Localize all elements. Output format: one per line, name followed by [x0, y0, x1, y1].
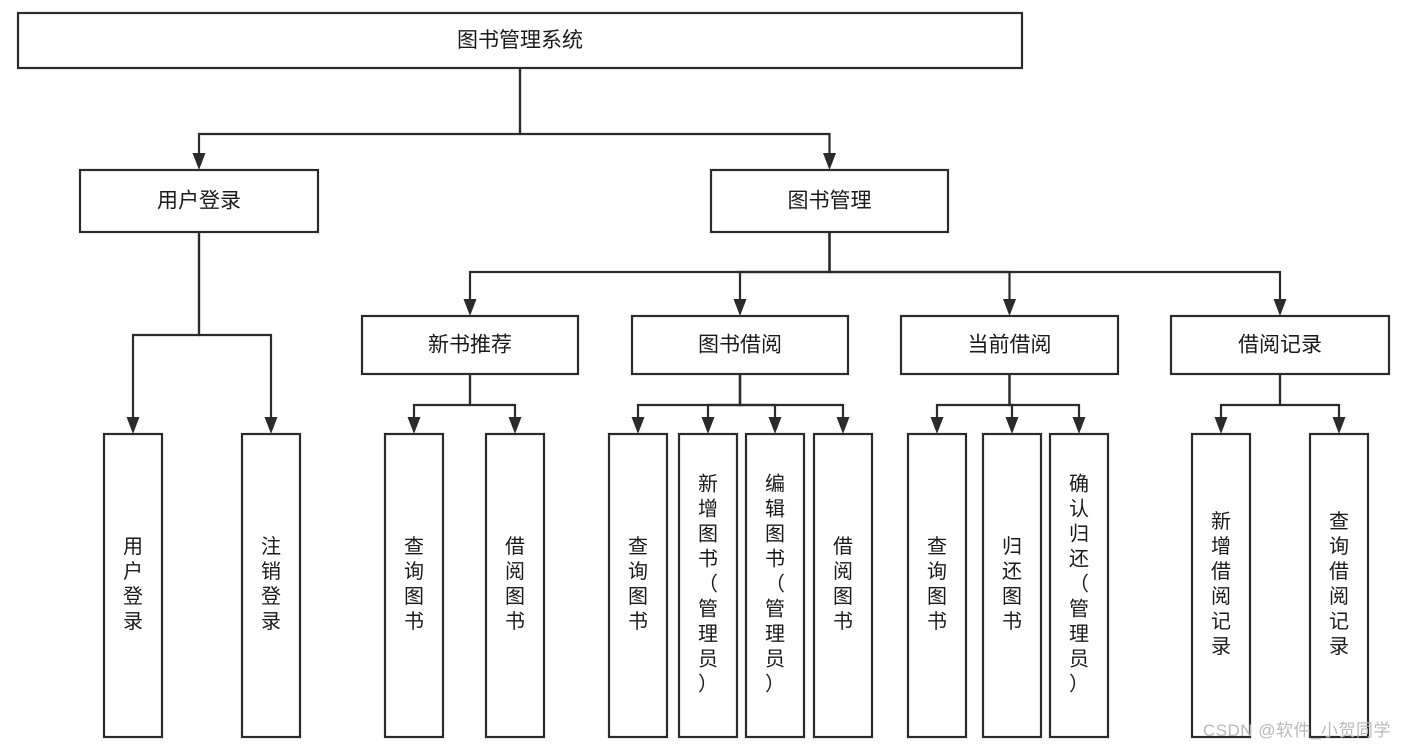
- arrow-head-icon: [1332, 417, 1346, 434]
- node-label-leaf-query-book-current: 查询图书: [927, 535, 947, 633]
- connector-edge-user-login-leaf-user-login: [126, 230, 201, 434]
- arrow-head-icon: [1005, 417, 1019, 434]
- node-box-current-borrow[interactable]: [899, 314, 1120, 376]
- node-current-borrow[interactable]: 当前借阅当前借阅: [899, 314, 1120, 376]
- node-box-leaf-query-book-recommend[interactable]: [383, 432, 445, 739]
- node-label-leaf-logout: 注销登录: [261, 535, 281, 633]
- connector-edge-bm-new-book-recommend: [463, 230, 831, 316]
- connector-edge-cb-query: [930, 372, 1011, 434]
- connector-layer: [126, 66, 1346, 434]
- node-box-leaf-confirm-return-admin[interactable]: [1048, 432, 1110, 739]
- arrow-head-icon: [823, 153, 836, 170]
- node-label-leaf-add-book-admin: 新增图书（管理员）: [698, 473, 718, 696]
- connector-edge-bb-add: [701, 372, 742, 434]
- node-label-leaf-confirm-return-admin: 确认归还（管理员）: [1069, 473, 1089, 696]
- node-label-user-login: 用户登录: [157, 190, 241, 213]
- node-box-borrow-record[interactable]: [1169, 314, 1391, 376]
- node-label-leaf-borrow-book: 借阅图书: [833, 535, 853, 633]
- node-box-leaf-borrow-book-recommend[interactable]: [484, 432, 546, 739]
- arrow-head-icon: [407, 417, 421, 434]
- arrow-head-icon: [631, 417, 645, 434]
- node-box-book-management[interactable]: [709, 168, 950, 234]
- connector-edge-root-user-login: [192, 66, 522, 170]
- connector-edge-bm-book-borrow: [733, 230, 831, 316]
- connector-edge-cb-confirm: [1008, 372, 1086, 434]
- arrow-head-icon: [768, 417, 782, 434]
- node-user-login[interactable]: 用户登录用户登录: [78, 168, 320, 234]
- arrow-head-icon: [1214, 417, 1228, 434]
- arrow-head-icon: [126, 417, 140, 434]
- arrow-head-icon: [264, 417, 278, 434]
- connector-edge-nbr-borrow: [468, 372, 522, 434]
- node-label-borrow-record: 借阅记录: [1238, 334, 1322, 357]
- node-box-leaf-add-borrow-record[interactable]: [1190, 432, 1252, 739]
- node-box-leaf-return-book[interactable]: [981, 432, 1043, 739]
- node-box-leaf-query-book-borrow[interactable]: [607, 432, 669, 739]
- node-label-root: 图书管理系统: [457, 29, 583, 52]
- node-box-leaf-user-login[interactable]: [102, 432, 164, 739]
- arrow-head-icon: [463, 299, 477, 316]
- node-root[interactable]: 图书管理系统图书管理系统: [16, 11, 1024, 70]
- node-leaf-confirm-return-admin[interactable]: 确认归还（管理员）确认归还（管理员）: [1048, 432, 1110, 739]
- arrow-head-icon: [1273, 299, 1287, 316]
- node-leaf-borrow-book-recommend[interactable]: 借阅图书借阅图书: [484, 432, 546, 739]
- node-label-leaf-query-book-borrow: 查询图书: [628, 535, 648, 633]
- node-box-leaf-borrow-book[interactable]: [812, 432, 874, 739]
- node-label-book-borrow: 图书借阅: [698, 334, 782, 357]
- node-layer: 图书管理系统图书管理系统用户登录用户登录图书管理图书管理新书推荐新书推荐图书借阅…: [16, 11, 1391, 739]
- arrow-head-icon: [192, 153, 206, 170]
- node-box-leaf-edit-book-admin[interactable]: [744, 432, 806, 739]
- arrow-head-icon: [1003, 299, 1016, 316]
- node-box-book-borrow[interactable]: [630, 314, 850, 376]
- arrow-head-icon: [836, 417, 850, 434]
- connector-edge-bm-current-borrow: [828, 230, 1016, 316]
- arrow-head-icon: [1072, 417, 1086, 434]
- node-leaf-edit-book-admin[interactable]: 编辑图书（管理员）编辑图书（管理员）: [744, 432, 806, 739]
- node-book-management[interactable]: 图书管理图书管理: [709, 168, 950, 234]
- node-label-leaf-add-borrow-record: 新增借阅记录: [1211, 510, 1231, 658]
- arrow-head-icon: [930, 417, 944, 434]
- node-leaf-query-book-recommend[interactable]: 查询图书查询图书: [383, 432, 445, 739]
- node-leaf-add-book-admin[interactable]: 新增图书（管理员）新增图书（管理员）: [677, 432, 739, 739]
- node-box-leaf-query-borrow-record[interactable]: [1308, 432, 1370, 739]
- node-label-leaf-return-book: 归还图书: [1002, 535, 1022, 633]
- node-label-new-book-recommend: 新书推荐: [428, 334, 512, 357]
- node-leaf-query-borrow-record[interactable]: 查询借阅记录查询借阅记录: [1308, 432, 1370, 739]
- node-leaf-user-login[interactable]: 用户登录用户登录: [102, 432, 164, 739]
- node-box-root[interactable]: [16, 11, 1024, 70]
- node-box-leaf-query-book-current[interactable]: [906, 432, 968, 739]
- node-box-leaf-logout[interactable]: [240, 432, 302, 739]
- connector-edge-root-book-management: [518, 66, 836, 170]
- node-label-leaf-user-login: 用户登录: [123, 536, 143, 633]
- node-label-leaf-borrow-book-recommend: 借阅图书: [505, 535, 525, 633]
- node-label-leaf-query-book-recommend: 查询图书: [404, 535, 424, 633]
- node-label-leaf-edit-book-admin: 编辑图书（管理员）: [765, 473, 785, 696]
- node-leaf-add-borrow-record[interactable]: 新增借阅记录新增借阅记录: [1190, 432, 1252, 739]
- node-new-book-recommend[interactable]: 新书推荐新书推荐: [360, 314, 580, 376]
- node-leaf-logout[interactable]: 注销登录注销登录: [240, 432, 302, 739]
- node-box-user-login[interactable]: [78, 168, 320, 234]
- node-leaf-return-book[interactable]: 归还图书归还图书: [981, 432, 1043, 739]
- node-box-new-book-recommend[interactable]: [360, 314, 580, 376]
- connector-edge-user-login-leaf-logout: [197, 230, 278, 434]
- node-box-leaf-add-book-admin[interactable]: [677, 432, 739, 739]
- node-borrow-record[interactable]: 借阅记录借阅记录: [1169, 314, 1391, 376]
- node-label-leaf-query-borrow-record: 查询借阅记录: [1329, 510, 1349, 658]
- connector-edge-bm-borrow-record: [828, 230, 1287, 316]
- connector-edge-br-query: [1278, 372, 1346, 434]
- node-leaf-borrow-book[interactable]: 借阅图书借阅图书: [812, 432, 874, 739]
- arrow-head-icon: [733, 299, 747, 316]
- node-leaf-query-book-current[interactable]: 查询图书查询图书: [906, 432, 968, 739]
- connector-edge-br-add: [1214, 372, 1282, 434]
- connector-edge-bb-borrow: [738, 372, 850, 434]
- node-label-current-borrow: 当前借阅: [968, 334, 1052, 357]
- node-book-borrow[interactable]: 图书借阅图书借阅: [630, 314, 850, 376]
- arrow-head-icon: [508, 417, 522, 434]
- connector-edge-nbr-query: [407, 372, 472, 434]
- node-leaf-query-book-borrow[interactable]: 查询图书查询图书: [607, 432, 669, 739]
- node-label-book-management: 图书管理: [788, 190, 872, 213]
- arrow-head-icon: [701, 417, 715, 434]
